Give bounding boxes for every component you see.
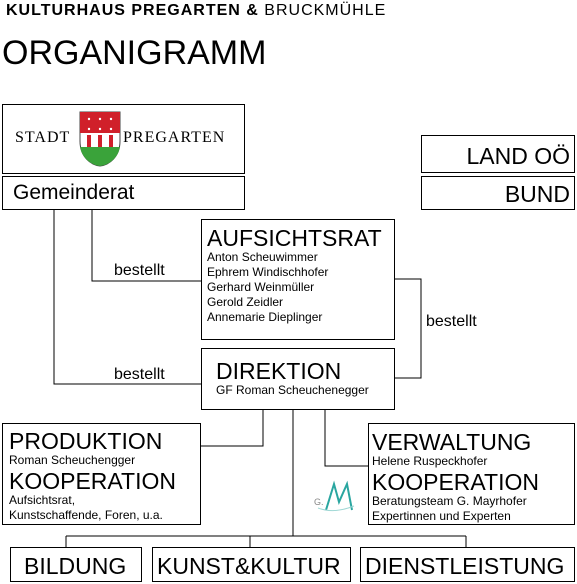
bildung-label: BILDUNG [24, 553, 127, 579]
verwaltung-koop-line: Beratungsteam G. Mayrhofer [372, 494, 527, 508]
page-title: ORGANIGRAMM [2, 34, 267, 72]
gemeinderat-label: Gemeinderat [13, 181, 135, 204]
verwaltung-koop-title: KOOPERATION [372, 469, 539, 495]
brand-main: KULTURHAUS PREGARTEN [6, 2, 241, 19]
brand-header: KULTURHAUS PREGARTEN & BRUCKMÜHLE [6, 2, 386, 20]
direktion-subtitle: GF Roman Scheuchenegger [216, 383, 369, 397]
node-direktion: DIREKTION GF Roman Scheuchenegger [201, 348, 395, 410]
edge-label-bestellt: bestellt [426, 313, 477, 330]
edge-land-aufsichtsrat [395, 278, 422, 379]
aufsichtsrat-member: Ephrem Windischhofer [207, 265, 329, 279]
stadt-pregarten-box: STADT PREGARTEN [2, 104, 245, 174]
aufsichtsrat-member: Anton Scheuwimmer [207, 250, 318, 264]
aufsichtsrat-member: Annemarie Dieplinger [207, 310, 323, 324]
node-gemeinderat: Gemeinderat [2, 176, 245, 210]
brand-sub: BRUCKMÜHLE [264, 2, 387, 19]
dienstleistung-label: DIENSTLEISTUNG [365, 553, 565, 579]
produktion-person: Roman Scheuchengger [9, 453, 136, 467]
verwaltung-koop-line: Expertinnen und Experten [372, 509, 511, 523]
brand-separator: & [246, 2, 259, 19]
node-produktion: PRODUKTION Roman Scheuchengger KOOPERATI… [2, 423, 201, 525]
verwaltung-title: VERWALTUNG [372, 429, 532, 455]
pregarten-label: PREGARTEN [123, 129, 226, 146]
node-bund: BUND [421, 176, 575, 210]
node-bildung: BILDUNG [10, 547, 142, 582]
coat-of-arms-icon [79, 111, 121, 167]
aufsichtsrat-member: Gerhard Weinmüller [207, 280, 315, 294]
produktion-koop-line: Kunstschaffende, Foren, u.a. [9, 508, 163, 522]
produktion-title: PRODUKTION [9, 428, 163, 454]
node-land: LAND OÖ [421, 135, 575, 173]
direktion-title: DIREKTION [216, 358, 342, 384]
gm-logo-icon: G. [314, 480, 355, 512]
edge-gemeinderat-aufsichtsrat [91, 210, 201, 282]
node-aufsichtsrat: AUFSICHTSRAT Anton Scheuwimmer Ephrem Wi… [201, 219, 395, 340]
node-dienstleistung: DIENSTLEISTUNG [360, 547, 575, 582]
edge-label-bestellt: bestellt [114, 366, 165, 383]
edge-direktion-verwaltung [324, 410, 368, 467]
verwaltung-person: Helene Ruspeckhofer [372, 454, 488, 468]
land-label: LAND OÖ [466, 143, 570, 169]
bund-label: BUND [504, 181, 570, 207]
produktion-koop-title: KOOPERATION [9, 468, 176, 494]
node-verwaltung: VERWALTUNG Helene Ruspeckhofer KOOPERATI… [368, 423, 575, 525]
kunst-kultur-label: KUNST&KULTUR [157, 553, 341, 579]
aufsichtsrat-title: AUFSICHTSRAT [207, 225, 382, 251]
node-kunst-kultur: KUNST&KULTUR [152, 547, 351, 582]
aufsichtsrat-member: Gerold Zeidler [207, 295, 284, 309]
edge-gemeinderat-direktion [53, 210, 201, 385]
produktion-koop-line: Aufsichtsrat, [9, 493, 76, 507]
svg-text:G.: G. [314, 497, 324, 507]
edge-direktion-produktion [201, 410, 264, 447]
edge-label-bestellt: bestellt [114, 262, 165, 279]
stadt-label: STADT [15, 129, 71, 146]
